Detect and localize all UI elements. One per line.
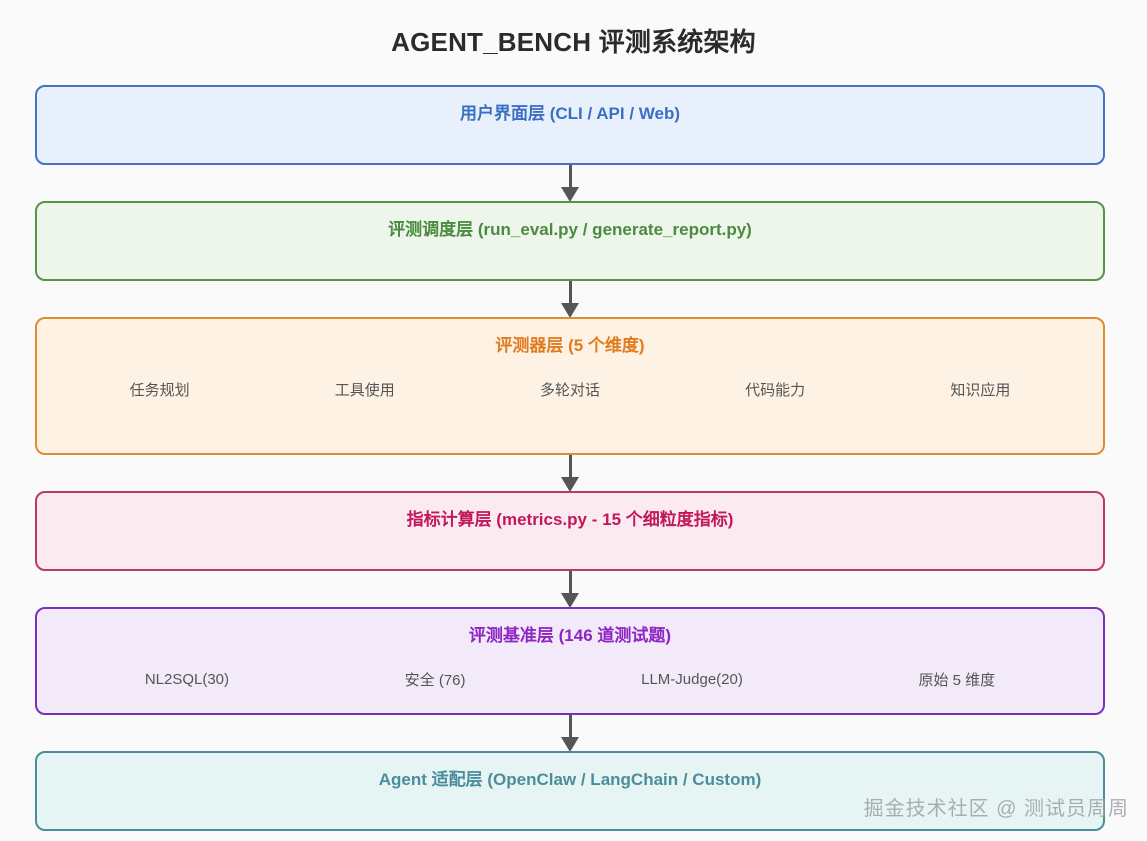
layer-heading-evaluator: 评测器层 (5 个维度) <box>495 336 645 355</box>
flow-arrow-icon <box>35 281 1105 318</box>
layer-items-benchmark: NL2SQL(30) 安全 (76) LLM-Judge(20) 原始 5 维度 <box>57 669 1083 690</box>
arrow-head <box>561 593 579 608</box>
arrow-line <box>568 281 572 307</box>
arrow-head <box>561 737 579 752</box>
layer-box-agent-adapter[interactable]: Agent 适配层 (OpenClaw / LangChain / Custom… <box>35 751 1105 831</box>
layer-stack: 用户界面层 (CLI / API / Web) 评测调度层 (run_eval.p… <box>35 85 1147 831</box>
layer-item: LLM-Judge(20) <box>641 671 743 689</box>
layer-items-evaluator: 任务规划 工具使用 多轮对话 代码能力 知识应用 <box>57 379 1083 400</box>
layer-item: 安全 (76) <box>404 672 466 690</box>
layer-item: NL2SQL(30) <box>144 671 230 689</box>
layer-agent-adapter: Agent 适配层 (OpenClaw / LangChain / Custom… <box>35 751 1147 831</box>
arrow-line <box>568 165 572 191</box>
layer-metrics: 指标计算层 (metrics.py - 15 个细粒度指标) <box>35 491 1147 571</box>
layer-item: 多轮对话 <box>539 382 600 400</box>
flow-arrow-icon <box>35 165 1105 202</box>
watermark: 掘金技术社区 @ 测试员周周 <box>863 798 1129 820</box>
layer-box-user-interface[interactable]: 用户界面层 (CLI / API / Web) <box>35 85 1105 165</box>
layer-heading-agent-adapter: Agent 适配层 (OpenClaw / LangChain / Custom… <box>378 770 762 789</box>
layer-heading-metrics: 指标计算层 (metrics.py - 15 个细粒度指标) <box>406 510 734 529</box>
layer-item: 原始 5 维度 <box>918 672 996 690</box>
flow-arrow-icon <box>35 715 1105 752</box>
layer-scheduling: 评测调度层 (run_eval.py / generate_report.py) <box>35 201 1147 281</box>
layer-box-benchmark[interactable]: 评测基准层 (146 道测试题) NL2SQL(30) 安全 (76) LLM-Jud… <box>35 607 1105 715</box>
layer-box-evaluator[interactable]: 评测器层 (5 个维度) 任务规划 工具使用 多轮对话 代码能力 知识应用 <box>35 317 1105 455</box>
arrow-line <box>568 571 572 597</box>
arrow-head <box>561 187 579 202</box>
layer-item: 工具使用 <box>334 382 395 400</box>
layer-user-interface: 用户界面层 (CLI / API / Web) <box>35 85 1147 165</box>
arrow-head <box>561 477 579 492</box>
layer-evaluator: 评测器层 (5 个维度) 任务规划 工具使用 多轮对话 代码能力 知识应用 <box>35 317 1147 455</box>
arrow-line <box>568 715 572 741</box>
layer-box-metrics[interactable]: 指标计算层 (metrics.py - 15 个细粒度指标) <box>35 491 1105 571</box>
flow-arrow-icon <box>35 455 1105 492</box>
layer-item: 知识应用 <box>950 382 1011 400</box>
layer-heading-user-interface: 用户界面层 (CLI / API / Web) <box>459 104 681 123</box>
layer-box-scheduling[interactable]: 评测调度层 (run_eval.py / generate_report.py) <box>35 201 1105 281</box>
page-title: AGENT_BENCH 评测系统架构 <box>391 27 756 57</box>
flow-arrow-icon <box>35 571 1105 608</box>
layer-item: 任务规划 <box>129 382 190 400</box>
layer-heading-benchmark: 评测基准层 (146 道测试题) <box>468 626 672 645</box>
layer-benchmark: 评测基准层 (146 道测试题) NL2SQL(30) 安全 (76) LLM-Jud… <box>35 607 1147 715</box>
arrow-line <box>568 455 572 481</box>
layer-item: 代码能力 <box>745 382 806 400</box>
arrow-head <box>561 303 579 318</box>
layer-heading-scheduling: 评测调度层 (run_eval.py / generate_report.py) <box>388 220 752 239</box>
